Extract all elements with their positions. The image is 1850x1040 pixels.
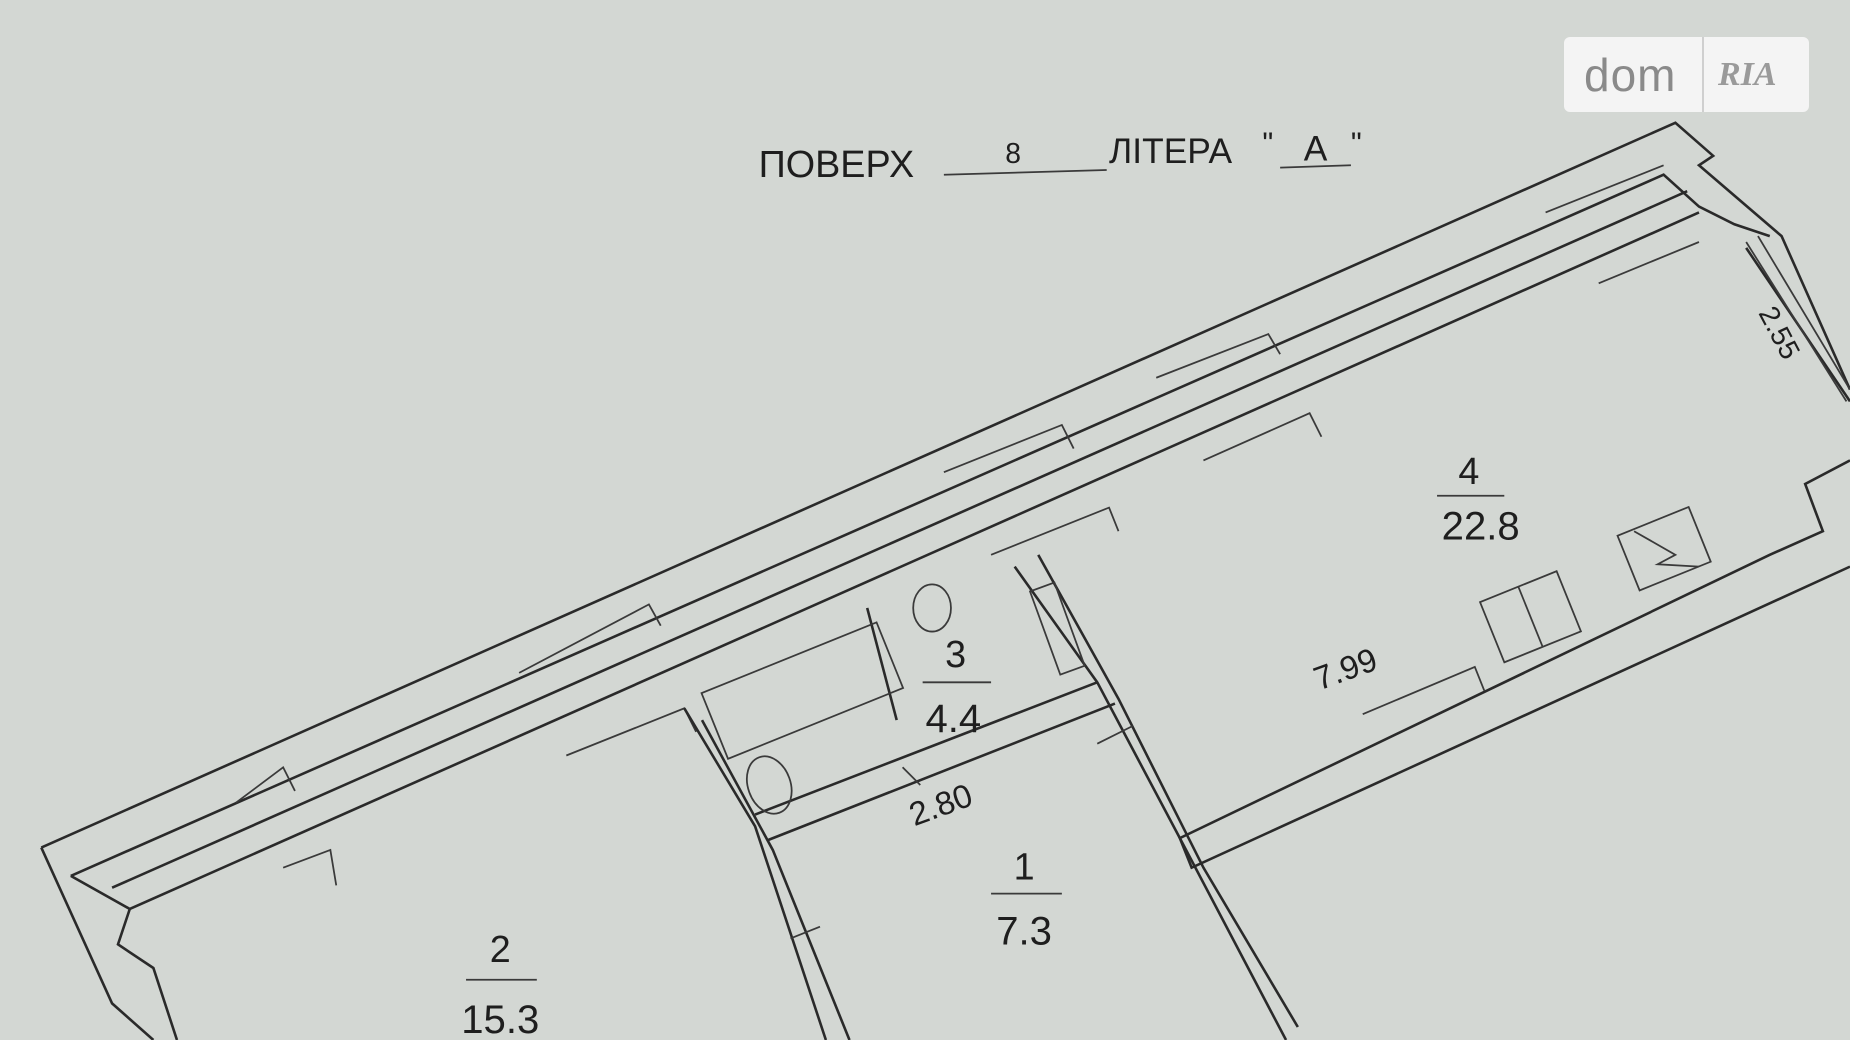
watermark-logo: dom RIA [1564,37,1809,112]
room-3: 3 4.4 [922,634,992,741]
logo-ria-text: RIA [1718,55,1777,93]
room-2: 2 15.3 [461,929,539,1040]
room-4: 4 22.8 [1437,451,1520,548]
floor-label: ПОВЕРХ [759,144,914,186]
letter-value: А [1304,129,1328,169]
outer-wall [40,121,1850,1040]
room-1: 1 7.3 [991,846,1062,953]
letter-label: ЛІТЕРА [1109,131,1232,171]
room-area: 22.8 [1442,503,1520,548]
room-area: 7.3 [996,908,1052,953]
room-number: 4 [1458,451,1479,493]
logo-divider [1702,37,1704,112]
logo-dom-text: dom [1584,48,1677,101]
floor-value: 8 [1005,138,1021,170]
room-number: 3 [945,634,966,676]
room-number: 1 [1014,846,1035,888]
room-area: 15.3 [461,997,539,1040]
plan-header: ПОВЕРХ 8 ЛІТЕРА " А " [759,125,1362,186]
quote-open: " [1262,125,1273,160]
interior-walls [683,235,1850,1040]
dimension-label: 7.99 [1309,641,1382,698]
dimension-label: 2.80 [904,777,977,834]
quote-close: " [1351,125,1362,160]
room-area: 4.4 [925,696,981,741]
dimension-label: 2.55 [1752,301,1806,365]
room-number: 2 [490,929,511,971]
